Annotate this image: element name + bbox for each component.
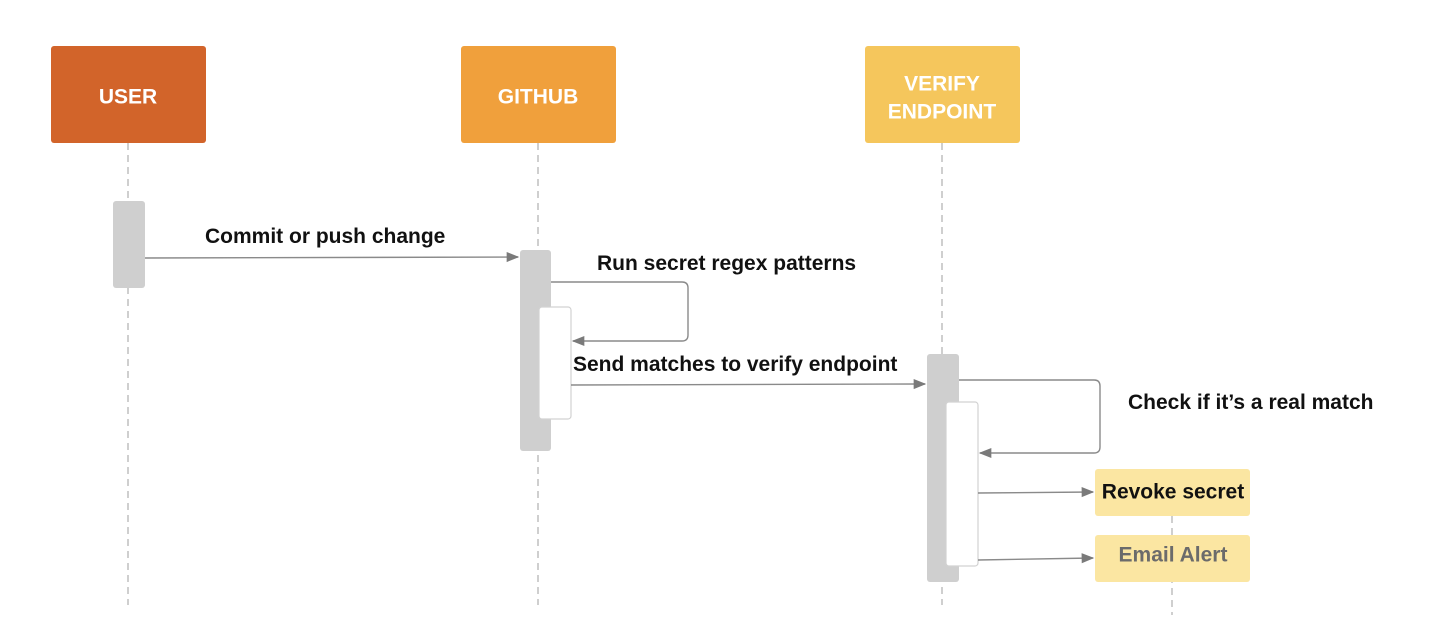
actor-user-label: USER xyxy=(99,86,157,109)
email-alert-label: Email Alert xyxy=(1119,544,1228,567)
actor-github-box xyxy=(461,46,616,143)
commit-label: Commit or push change xyxy=(205,225,445,248)
revoke-arrow xyxy=(977,487,1095,498)
actor-verify-endpoint-label-line2: ENDPOINT xyxy=(888,101,997,124)
check-match-label: Check if it’s a real match xyxy=(1128,391,1374,414)
check-match-self-arrow xyxy=(959,379,1101,459)
revoke-secret-node: Revoke secret xyxy=(1095,469,1250,516)
email-alert-node: Email Alert xyxy=(1095,535,1250,582)
send-matches-label: Send matches to verify endpoint xyxy=(573,353,897,376)
actor-github: GITHUB xyxy=(461,46,616,143)
email-alert-box xyxy=(1095,535,1250,582)
actor-github-label: GITHUB xyxy=(498,86,579,109)
regex-self-arrow xyxy=(551,281,689,347)
actor-user-box xyxy=(51,46,206,143)
revoke-secret-box xyxy=(1095,469,1250,516)
revoke-secret-label: Revoke secret xyxy=(1102,481,1244,504)
email-alert-arrow xyxy=(977,553,1095,564)
verify-nested-activation-bar xyxy=(945,401,979,567)
actor-user: USER xyxy=(51,46,206,143)
commit-arrow xyxy=(144,251,520,263)
actor-verify-endpoint-box xyxy=(865,46,1020,143)
github-nested-activation-bar xyxy=(538,306,572,420)
actor-verify-endpoint: VERIFY ENDPOINT xyxy=(865,46,1020,143)
actor-verify-endpoint-label-line1: VERIFY xyxy=(904,73,980,96)
user-activation-bar xyxy=(113,201,145,288)
send-matches-arrow xyxy=(570,378,927,390)
regex-label: Run secret regex patterns xyxy=(597,252,856,275)
